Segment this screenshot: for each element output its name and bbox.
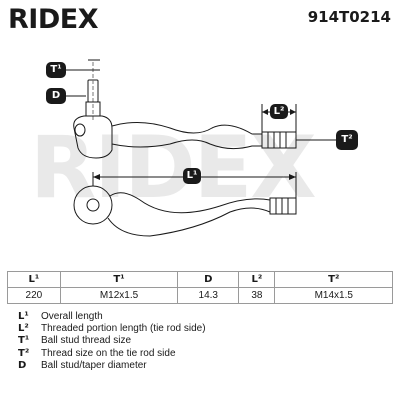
legend-key: T¹ (18, 335, 30, 347)
l2-label: L² (270, 104, 288, 119)
legend-item: D Ball stud/taper diameter (18, 360, 206, 372)
legend-item: L¹ Overall length (18, 311, 206, 323)
dimension-table: L¹ T¹ D L² T² 220 M12x1.5 14.3 38 M14x1.… (7, 271, 393, 304)
table-header-cell: L¹ (7, 271, 61, 288)
d-label: D (46, 88, 66, 104)
legend-key: L¹ (18, 311, 29, 322)
l1-label: L¹ (183, 168, 201, 184)
table-header-cell: T² (274, 271, 393, 288)
legend-text: Overall length (41, 311, 103, 322)
table-cell: M12x1.5 (59, 287, 179, 304)
table-cell: M14x1.5 (274, 287, 393, 304)
legend-item: T¹ Ball stud thread size (18, 335, 206, 347)
legend-key: T² (18, 347, 30, 359)
t2-label: T² (336, 130, 358, 150)
tie-rod-drawing (66, 59, 336, 237)
legend-item: T² Thread size on the tie rod side (18, 348, 206, 360)
table-header-row: L¹ T¹ D L² T² (7, 271, 393, 288)
legend: L¹ Overall length L² Threaded portion leng… (18, 311, 206, 372)
legend-key: L² (18, 323, 29, 335)
table-header-cell: T¹ (59, 271, 179, 288)
legend-text: Thread size on the tie rod side (41, 347, 176, 359)
part-number: 914T0214 (307, 8, 391, 26)
legend-text: Threaded portion length (tie rod side) (41, 323, 206, 335)
legend-text: Ball stud/taper diameter (41, 359, 147, 371)
table-header-cell: L² (238, 271, 276, 288)
legend-text: Ball stud thread size (41, 335, 132, 347)
table-cell: 220 (7, 287, 61, 304)
table-header-cell: D (177, 271, 240, 288)
table-cell: 14.3 (177, 287, 240, 304)
brand-logo: RIDEX (8, 4, 99, 35)
legend-item: L² Threaded portion length (tie rod side) (18, 323, 206, 335)
table-cell: 38 (238, 287, 276, 304)
legend-key: D (18, 359, 27, 371)
t1-label: T¹ (46, 62, 66, 78)
brand-watermark: RIDEX (30, 118, 317, 218)
table-row: 220 M12x1.5 14.3 38 M14x1.5 (7, 287, 393, 304)
